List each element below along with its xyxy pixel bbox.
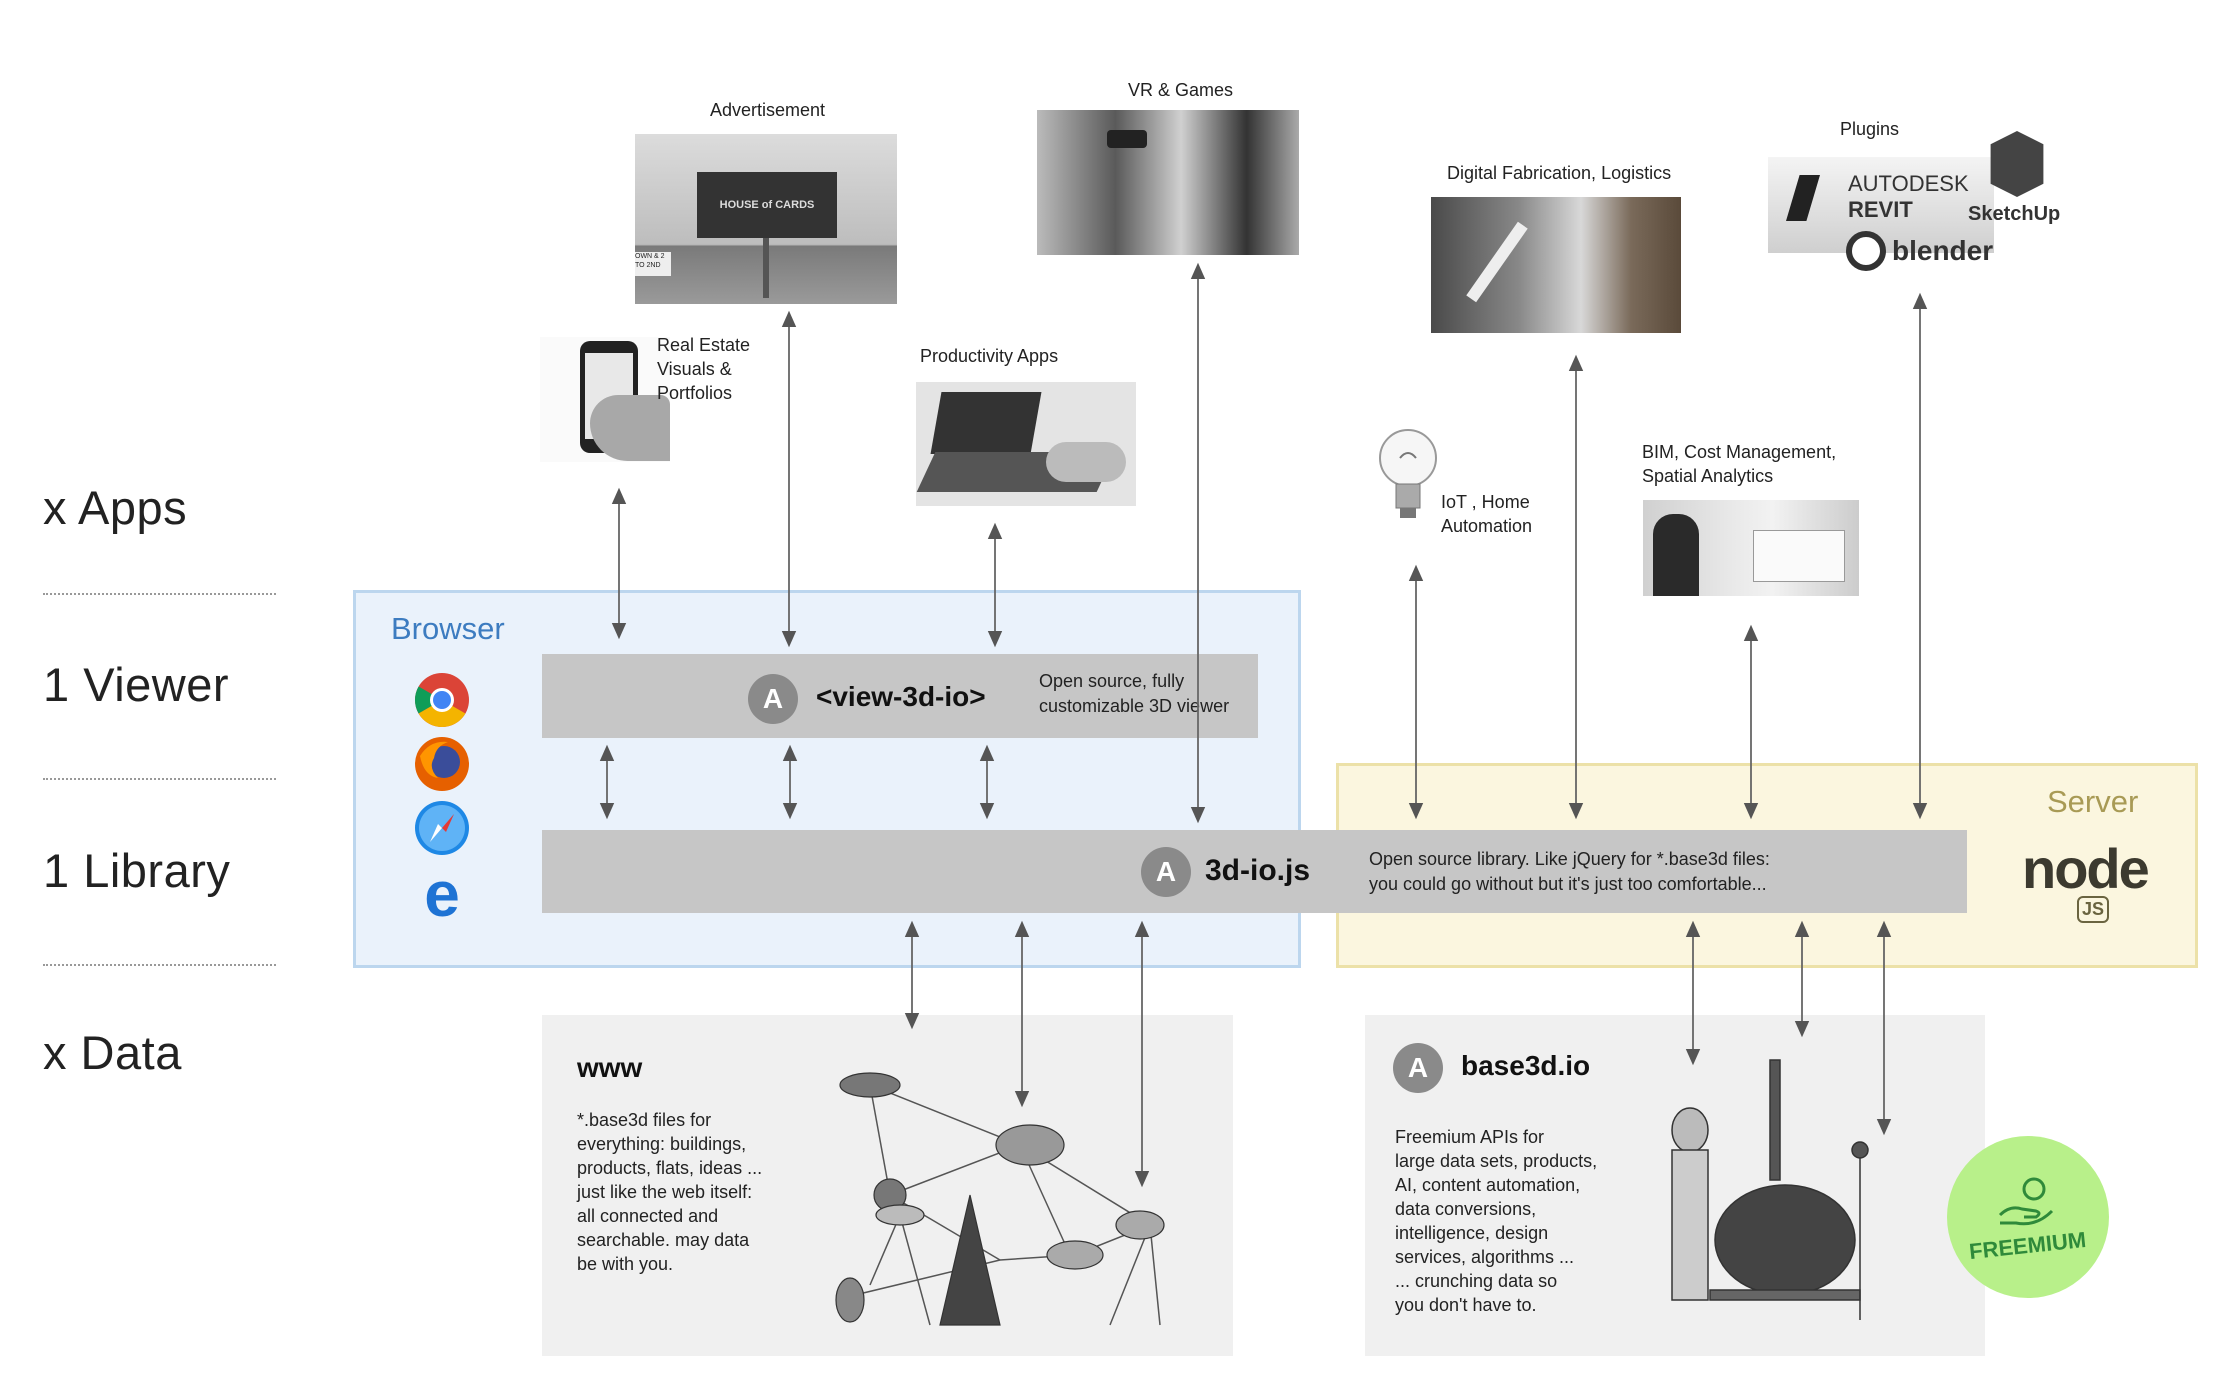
firefox-icon [414,736,470,792]
app-label-advertisement: Advertisement [710,100,826,120]
sketchup-logo-icon [1990,131,2044,197]
real-estate-image [540,337,670,462]
billboard: HOUSE of CARDS [697,172,837,238]
autodesk-label: AUTODESK [1848,171,1969,196]
person-silhouette [1653,514,1699,596]
lightbulb-icon [1368,418,1448,530]
roadside-sign: OWN & 2 TO 2ND [635,252,671,276]
library-bar [542,830,1967,913]
app-label-productivity: Productivity Apps [920,346,1059,366]
www-line: *.base3d files for [577,1110,712,1130]
viewer-bar [542,654,1258,738]
base3d-line: you don't have to. [1395,1295,1537,1315]
base3d-line: large data sets, products, [1395,1151,1598,1171]
nodejs-logo: node JS [2022,836,2162,926]
base3d-title: base3d.io [1461,1050,1591,1081]
bim-line: Spatial Analytics [1642,466,1774,486]
www-title: www [577,1052,643,1083]
nature-network-illustration [835,1072,1165,1326]
viewer-desc-line1: Open source, fully [1039,671,1185,691]
digital-fab-image [1431,197,1681,333]
nodejs-logo-text: node [2022,837,2150,900]
building-model [1753,530,1845,582]
www-line: searchable. may data [577,1230,750,1250]
row-divider [43,593,276,595]
safari-icon [414,800,470,856]
real-estate-line: Visuals & [657,359,732,379]
edge-icon: e [414,858,470,930]
chrome-icon [414,672,470,728]
blender-logo-icon [1846,231,1886,271]
library-name: 3d-io.js [1205,854,1311,887]
server-title: Server [2047,784,2139,819]
library-desc-line2: you could go without but it's just too c… [1369,874,1767,894]
freemium-badge: FREEMIUM [1947,1136,2109,1298]
iot-line: IoT , Home [1441,492,1530,512]
app-label-plugins: Plugins [1840,119,1900,139]
base3d-text: Freemium APIs for large data sets, produ… [1395,1125,1597,1317]
www-text: *.base3d files for everything: buildings… [577,1108,762,1276]
base3d-line: services, algorithms ... [1395,1247,1575,1267]
app-label-digital-fab: Digital Fabrication, Logistics [1447,163,1672,183]
row-label-apps: x Apps [43,481,188,534]
base3d-line: data conversions, [1395,1199,1537,1219]
row-label-viewer: 1 Viewer [43,658,230,711]
bim-image [1643,500,1859,596]
blender-label: blender [1892,235,1994,266]
base3d-line: Freemium APIs for [1395,1127,1545,1147]
iot-label: IoT , Home Automation [1441,490,1532,538]
bim-label: BIM, Cost Management, Spatial Analytics [1642,440,1836,488]
bim-line: BIM, Cost Management, [1642,442,1837,462]
base3d-line: ... crunching data so [1395,1271,1558,1291]
base3d-line: AI, content automation, [1395,1175,1581,1195]
advertisement-image: HOUSE of CARDS OWN & 2 TO 2ND [635,134,897,304]
revit-label: REVIT [1848,197,1913,222]
money-hand-icon [1998,1177,2054,1226]
base3d-line: intelligence, design [1395,1223,1549,1243]
real-estate-line: Portfolios [657,383,733,403]
row-divider [43,778,276,780]
iot-line: Automation [1441,516,1533,536]
row-label-library: 1 Library [43,844,231,897]
row-divider [43,964,276,966]
steam-engine-illustration [1671,1059,1869,1320]
nodejs-js-text: JS [2077,896,2110,923]
real-estate-line: Real Estate [657,335,751,355]
hand [590,395,670,461]
billboard-post [763,238,769,298]
viewer-name: <view-3d-io> [816,681,986,712]
library-desc-line1: Open source library. Like jQuery for *.b… [1369,849,1770,869]
browser-title: Browser [391,611,505,646]
www-line: be with you. [577,1254,674,1274]
row-label-data: x Data [43,1026,182,1079]
www-line: all connected and [577,1206,719,1226]
www-line: products, flats, ideas ... [577,1158,763,1178]
vr-headset [1107,130,1147,148]
viewer-desc-line2: customizable 3D viewer [1039,696,1230,716]
www-line: just like the web itself: [577,1182,753,1202]
productivity-image [916,382,1136,506]
real-estate-label: Real Estate Visuals & Portfolios [657,333,750,405]
svg-text:e: e [424,864,460,924]
3dio-logo-icon: A [748,674,798,724]
sketchup-label: SketchUp [1968,203,2061,225]
vr-games-image [1037,110,1299,255]
plugins-image: AUTODESK REVIT SketchUp blender [1768,127,2068,277]
www-line: everything: buildings, [577,1134,747,1154]
3dio-logo-icon: A [1393,1043,1443,1093]
hands [1046,442,1126,482]
3dio-logo-icon: A [1141,847,1191,897]
app-label-vr-games: VR & Games [1128,80,1234,100]
